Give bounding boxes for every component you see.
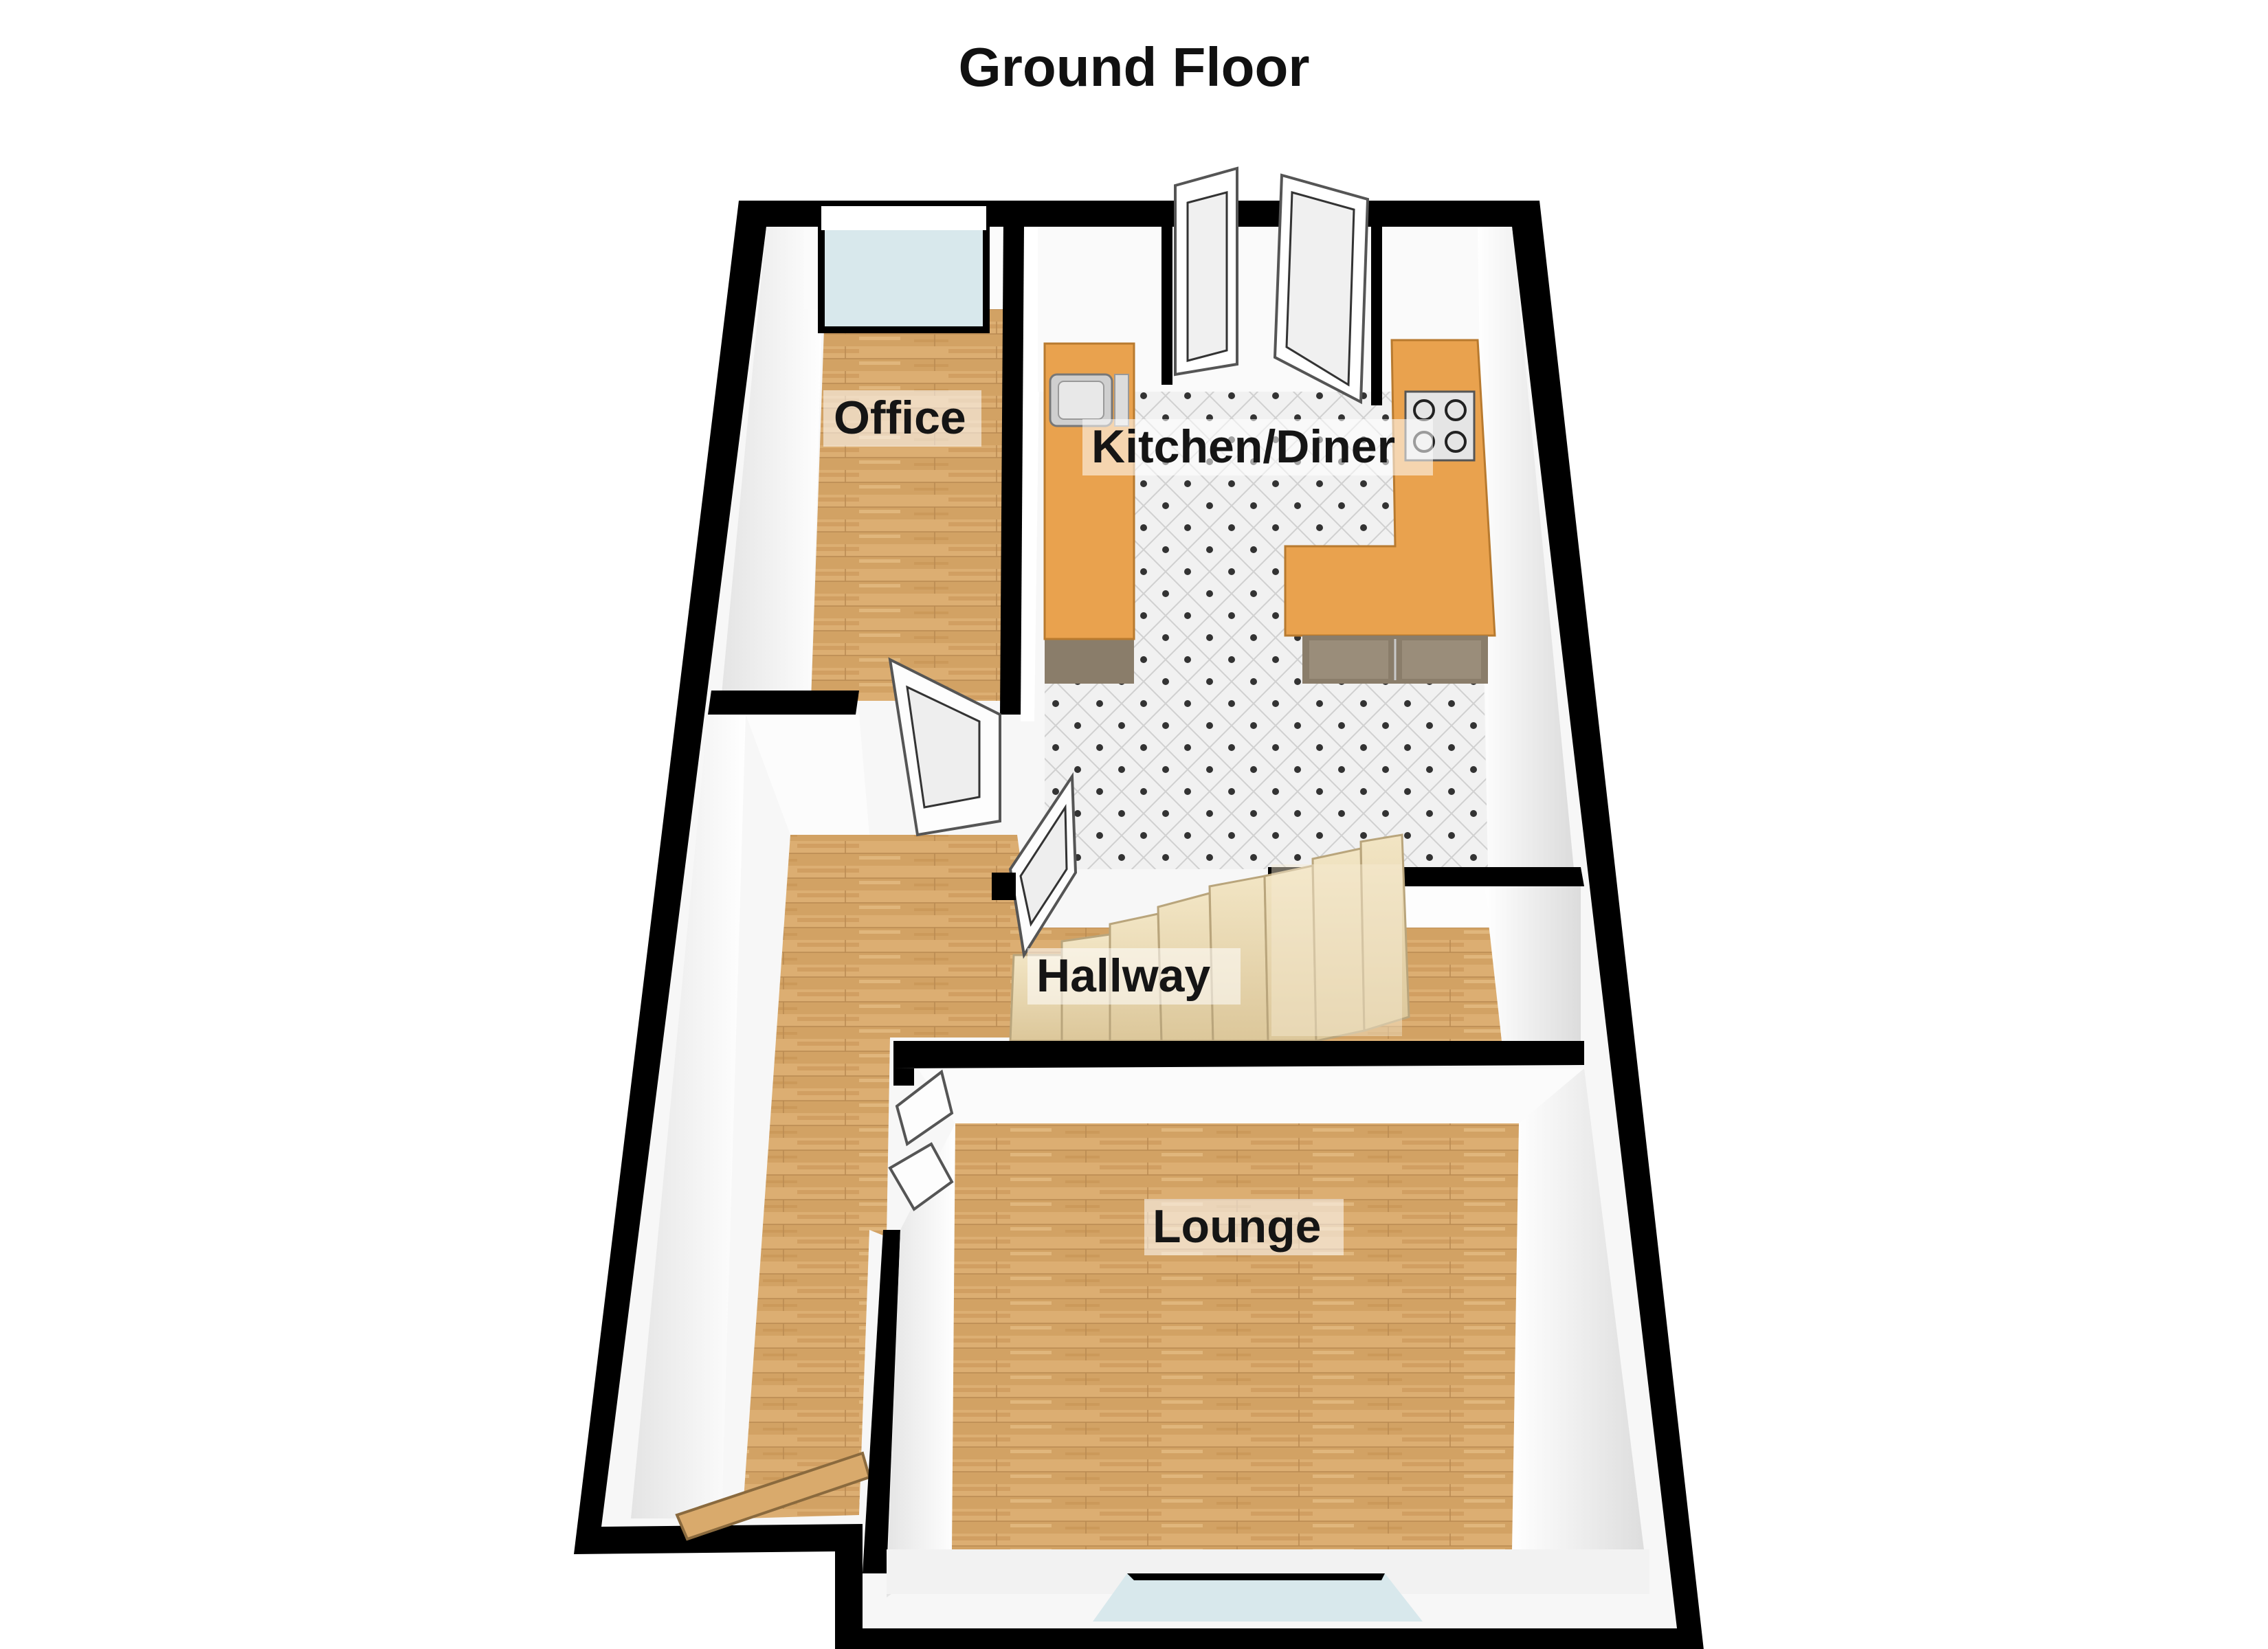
lounge-door [888,1069,954,1211]
kitchen-french-doors [1161,166,1382,405]
office-hallway-partition [708,691,859,715]
kitchen-door [992,772,1078,959]
room-label-hallway: Hallway [1027,948,1241,1005]
kitchen-room [1038,166,1574,869]
room-label-kitchen: Kitchen/Diner [1082,419,1433,475]
floor-title: Ground Floor [958,36,1309,98]
sink-icon [1049,373,1129,427]
office-label: Office [834,392,966,444]
lounge-room [887,1068,1649,1622]
lounge-label: Lounge [1153,1200,1322,1253]
lounge-left-wall [893,1068,914,1086]
kitchen-label: Kitchen/Diner [1091,420,1395,473]
lounge-window [1093,1573,1423,1622]
hallway-label: Hallway [1036,950,1210,1002]
office-door [888,657,1001,837]
office-room [722,203,1024,701]
room-label-office: Office [823,390,981,447]
room-label-lounge: Lounge [1144,1199,1344,1255]
hallway-lounge-wall [893,1041,1584,1068]
lounge-left-wall-lower [863,1230,900,1573]
